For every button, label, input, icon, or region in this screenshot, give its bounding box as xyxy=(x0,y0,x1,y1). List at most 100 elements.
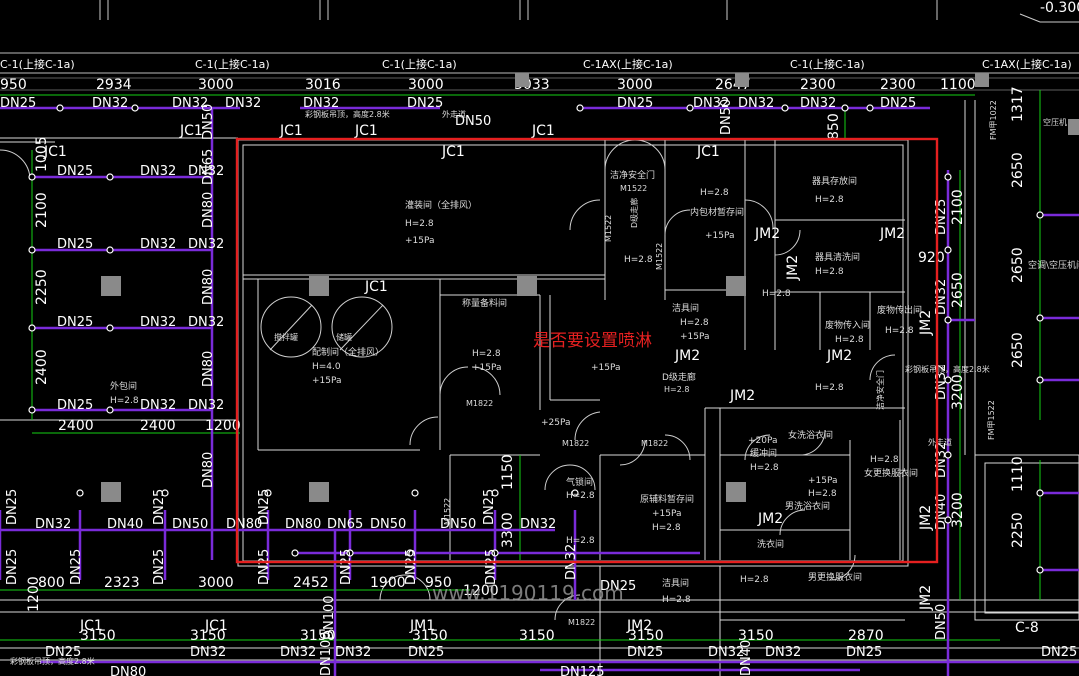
svg-text:H=2.8: H=2.8 xyxy=(885,326,914,336)
svg-text:2650: 2650 xyxy=(1010,247,1026,283)
svg-text:2870: 2870 xyxy=(848,628,884,644)
svg-text:气锁间: 气锁间 xyxy=(566,476,593,488)
svg-text:JC1: JC1 xyxy=(179,123,203,139)
svg-text:DN32: DN32 xyxy=(188,237,224,252)
svg-text:JC1: JC1 xyxy=(354,123,378,139)
svg-text:DN100: DN100 xyxy=(322,595,337,640)
svg-text:M1822: M1822 xyxy=(466,399,493,408)
grid-label-1: C-1(上接C-1a) xyxy=(0,58,75,71)
svg-text:洁净安全门: 洁净安全门 xyxy=(610,169,655,181)
svg-text:H=4.0: H=4.0 xyxy=(312,362,341,372)
dimension-texts: 1005 2100 2250 2400 2400 2400 1200 800 2… xyxy=(26,86,1026,644)
sprinkler-pipes xyxy=(0,106,1079,676)
svg-text:JC1: JC1 xyxy=(364,279,388,295)
svg-text:DN25: DN25 xyxy=(57,398,93,413)
svg-text:JM2: JM2 xyxy=(674,348,700,364)
svg-text:DN25: DN25 xyxy=(617,96,653,111)
svg-text:DN32: DN32 xyxy=(140,398,176,413)
grid-label-2: C-1(上接C-1a) xyxy=(195,58,270,71)
outside-corridor-label-2: 外走道 xyxy=(928,437,952,447)
svg-text:1150: 1150 xyxy=(500,454,516,490)
svg-text:废物传入间: 废物传入间 xyxy=(825,319,870,331)
svg-text:DN32: DN32 xyxy=(303,96,339,111)
svg-text:DN32: DN32 xyxy=(92,96,128,111)
grid-label-c8: C-8 xyxy=(1015,620,1039,636)
sprinkler-heads xyxy=(28,104,1044,574)
svg-text:DN32: DN32 xyxy=(765,645,801,660)
svg-text:DN80: DN80 xyxy=(201,269,216,305)
svg-text:+15Pa: +15Pa xyxy=(705,231,735,241)
svg-text:空压机: 空压机 xyxy=(1043,117,1067,127)
svg-text:+15Pa: +15Pa xyxy=(472,363,502,373)
svg-text:M1822: M1822 xyxy=(562,439,589,448)
top-grid-band: -0.300 C-1(上接C-1a) C-1(上接C-1a) C-1(上接C-1… xyxy=(0,0,1079,93)
svg-text:DN50: DN50 xyxy=(440,517,476,532)
svg-text:1200: 1200 xyxy=(463,583,499,599)
svg-text:M1822: M1822 xyxy=(641,439,668,448)
svg-text:JM1: JM1 xyxy=(409,618,435,634)
grid-label-6: C-1AX(上接C-1a) xyxy=(982,58,1072,71)
svg-text:DN65: DN65 xyxy=(201,149,216,185)
svg-text:DN32: DN32 xyxy=(738,96,774,111)
svg-text:2100: 2100 xyxy=(950,189,966,225)
svg-text:H=2.8: H=2.8 xyxy=(405,219,434,229)
svg-text:1005: 1005 xyxy=(34,136,50,172)
svg-text:2400: 2400 xyxy=(34,349,50,385)
svg-text:+20Pa: +20Pa xyxy=(748,436,778,446)
svg-text:H=2.8: H=2.8 xyxy=(664,385,689,394)
svg-text:DN50: DN50 xyxy=(455,114,491,129)
svg-text:洁净安全门: 洁净安全门 xyxy=(875,370,885,410)
ceiling-note-right: 彩钢板吊顶，高度2.8米 xyxy=(905,364,990,374)
svg-text:H=2.8: H=2.8 xyxy=(472,349,501,359)
svg-text:3000: 3000 xyxy=(198,575,234,591)
svg-text:JM2: JM2 xyxy=(785,255,801,281)
svg-text:DN25: DN25 xyxy=(57,237,93,252)
svg-text:DN25: DN25 xyxy=(57,164,93,179)
svg-text:洗衣间: 洗衣间 xyxy=(757,538,784,550)
svg-text:DN32: DN32 xyxy=(708,645,744,660)
pipe-labels-left: DN25 DN32 DN32 DN25 DN32 DN32 DN25 DN32 … xyxy=(57,164,224,413)
svg-text:3000: 3000 xyxy=(408,77,444,93)
svg-text:3150: 3150 xyxy=(412,628,448,644)
svg-text:3150: 3150 xyxy=(190,628,226,644)
svg-text:H=2.8: H=2.8 xyxy=(762,289,791,299)
door-swings xyxy=(0,139,896,621)
storage-tank-label: 储罐 xyxy=(336,332,352,342)
svg-text:3150: 3150 xyxy=(519,628,555,644)
svg-text:3150: 3150 xyxy=(628,628,664,644)
pipe-labels-top: DN25 DN32 DN32 DN32 DN32 DN25 DN25 DN32 … xyxy=(0,96,916,129)
svg-text:DN25: DN25 xyxy=(627,645,663,660)
svg-text:H=2.8: H=2.8 xyxy=(566,491,595,501)
svg-text:3300: 3300 xyxy=(500,512,516,548)
svg-text:2100: 2100 xyxy=(34,192,50,228)
svg-text:H=2.8: H=2.8 xyxy=(566,536,595,546)
svg-text:废物传出间: 废物传出间 xyxy=(877,304,922,316)
svg-text:原辅料暂存间: 原辅料暂存间 xyxy=(640,493,694,505)
svg-text:2323: 2323 xyxy=(104,575,140,591)
svg-text:850: 850 xyxy=(826,113,842,140)
svg-text:3200: 3200 xyxy=(950,492,966,528)
svg-text:+15Pa: +15Pa xyxy=(808,476,838,486)
svg-text:2300: 2300 xyxy=(800,77,836,93)
svg-text:H=2.8: H=2.8 xyxy=(835,335,864,345)
svg-text:DN80: DN80 xyxy=(110,665,146,676)
pipe-labels-bottom: DN25 DN32 DN32 DN32 DN25 DN25 DN32 DN32 … xyxy=(45,645,1077,660)
svg-text:DN25: DN25 xyxy=(5,489,20,525)
svg-text:女更换服衣间: 女更换服衣间 xyxy=(864,467,918,479)
svg-text:+15Pa: +15Pa xyxy=(591,363,621,373)
svg-text:H=2.8: H=2.8 xyxy=(624,255,653,265)
svg-text:H=2.8: H=2.8 xyxy=(110,396,139,406)
svg-text:JM2: JM2 xyxy=(757,511,783,527)
notes: 彩钢板吊顶，高度2.8米 外走道 彩钢板吊顶，高度2.8米 外走道 彩钢板吊顶，… xyxy=(10,109,1039,666)
svg-text:DN32: DN32 xyxy=(140,164,176,179)
svg-text:DN80: DN80 xyxy=(201,192,216,228)
svg-text:DN50: DN50 xyxy=(370,517,406,532)
svg-text:DN32: DN32 xyxy=(188,315,224,330)
svg-text:DN80: DN80 xyxy=(201,351,216,387)
svg-text:DN25: DN25 xyxy=(152,549,167,585)
svg-text:2250: 2250 xyxy=(34,269,50,305)
svg-text:JM2: JM2 xyxy=(918,585,934,611)
review-highlight-box xyxy=(235,137,939,564)
svg-text:DN50: DN50 xyxy=(719,99,734,135)
svg-text:灌装间（全排风）: 灌装间（全排风） xyxy=(405,199,477,211)
